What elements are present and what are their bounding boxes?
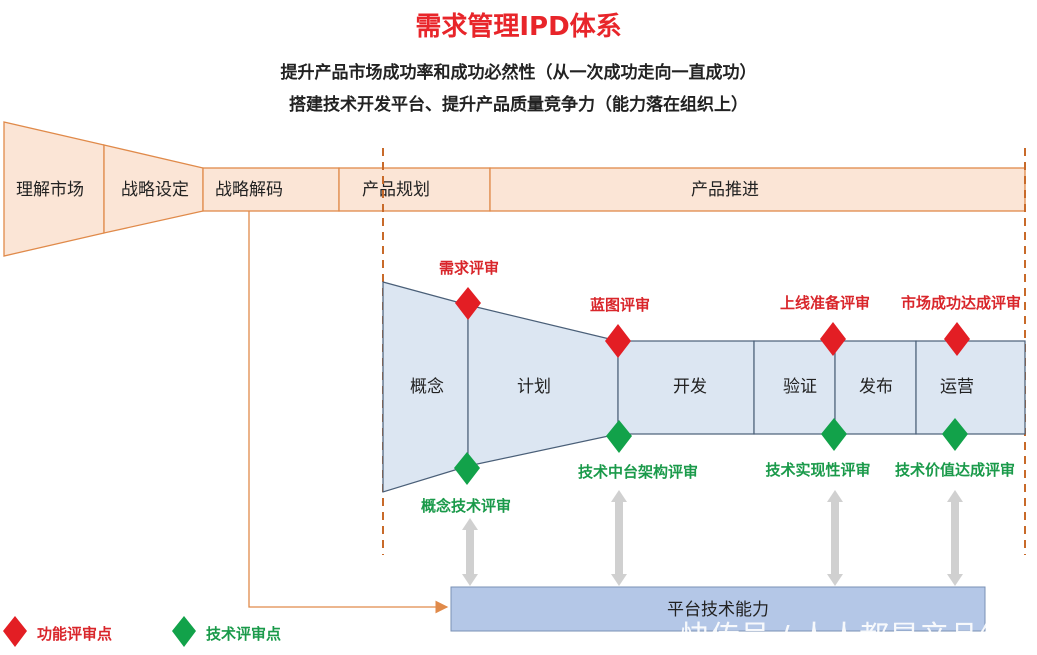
phase-label: 计划 (517, 377, 551, 397)
watermark: 快传号 / 人人都是产品经 (680, 620, 1009, 655)
legend: 功能评审点 技术评审点 (3, 616, 281, 647)
red-diamond-icon (944, 322, 970, 356)
phase-funnel: 概念 计划 开发 验证 发布 运营 (382, 281, 1026, 493)
platform-box (450, 586, 986, 632)
phase-develop (617, 340, 755, 435)
legend-function-review: 功能评审点 (37, 625, 112, 643)
function-review-points (455, 287, 970, 358)
stage-label: 战略设定 (121, 180, 189, 200)
tech-review-label: 技术中台架构评审 (578, 463, 698, 481)
function-review-label: 需求评审 (439, 259, 499, 277)
diagram-title: 需求管理IPD体系 (415, 12, 622, 42)
stage-product-advance (489, 167, 1026, 212)
stage-strategy-decoding (202, 167, 340, 212)
tech-review-label: 概念技术评审 (421, 497, 511, 515)
green-diamond-icon (821, 418, 847, 451)
phase-operate (915, 340, 1026, 435)
platform-arrows (462, 490, 963, 586)
phase-verify (753, 340, 836, 435)
double-arrow-icon (462, 518, 478, 586)
tech-review-points (454, 418, 968, 485)
double-arrow-icon (947, 490, 963, 586)
phase-label: 概念 (410, 376, 444, 397)
platform-label: 平台技术能力 (667, 600, 769, 620)
stage-label: 产品推进 (691, 180, 759, 200)
double-arrow-icon (827, 490, 843, 586)
tech-review-label: 技术实现性评审 (765, 461, 870, 479)
tech-review-label: 技术价值达成评审 (895, 461, 1015, 479)
subtitle-line-2: 搭建技术开发平台、提升产品质量竞争力（能力落在组织上） (289, 95, 748, 115)
red-diamond-icon (455, 287, 481, 320)
phase-label: 发布 (859, 377, 893, 397)
legend-tech-review: 技术评审点 (206, 625, 281, 643)
stage-product-planning (338, 167, 491, 212)
green-diamond-icon (942, 418, 968, 451)
function-review-label: 市场成功达成评审 (901, 294, 1021, 312)
function-review-label: 蓝图评审 (590, 296, 650, 314)
decoding-to-platform-arrow (248, 211, 449, 614)
stage-label: 战略解码 (215, 180, 283, 200)
red-diamond-icon (605, 324, 631, 358)
phase-label: 验证 (783, 377, 817, 397)
stage-label: 产品规划 (362, 180, 430, 200)
function-review-label: 上线准备评审 (780, 294, 870, 312)
red-diamond-icon (3, 616, 27, 647)
green-diamond-icon (606, 420, 632, 453)
phase-release (834, 340, 917, 435)
phase-label: 开发 (673, 377, 707, 397)
subtitle-line-1: 提升产品市场成功率和成功必然性（从一次成功走向一直成功） (280, 63, 757, 83)
double-arrow-icon (611, 490, 627, 586)
green-diamond-icon (172, 616, 196, 647)
stage-label: 理解市场 (16, 180, 84, 200)
top-flow: 理解市场 战略设定 战略解码 产品规划 产品推进 (3, 121, 1026, 257)
red-diamond-icon (820, 322, 846, 356)
green-diamond-icon (454, 452, 480, 485)
phase-label: 运营 (940, 377, 974, 397)
